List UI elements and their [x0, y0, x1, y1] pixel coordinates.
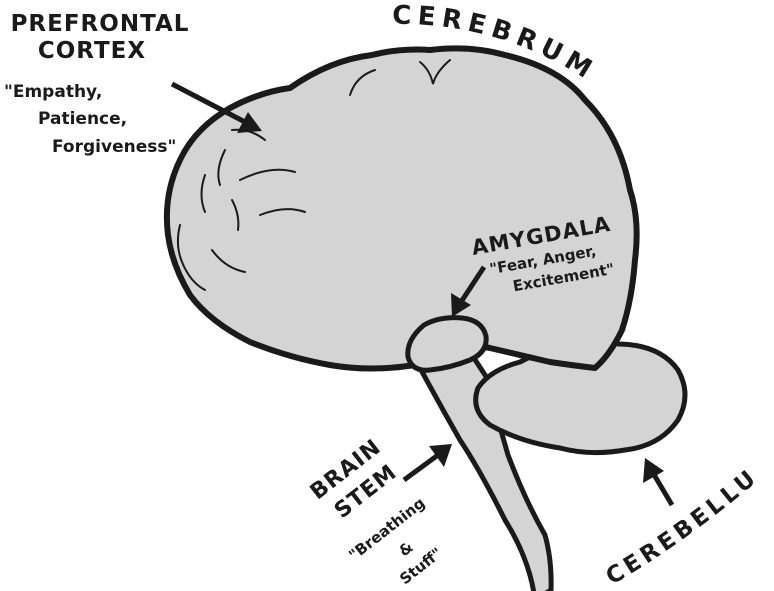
prefrontal-note-line2: Patience, [38, 109, 127, 129]
prefrontal-note-line1: "Empathy, [4, 82, 102, 102]
prefrontal-label-line1: PREFRONTAL [11, 11, 190, 37]
cerebellum-arrow [643, 458, 672, 505]
prefrontal-note-line3: Forgiveness" [52, 137, 176, 157]
cerebrum-shape [167, 48, 637, 368]
brain-stem-arrow [404, 444, 452, 480]
brain-stem-note-line2: & [395, 538, 416, 560]
prefrontal-label-line2: CORTEX [38, 38, 146, 64]
